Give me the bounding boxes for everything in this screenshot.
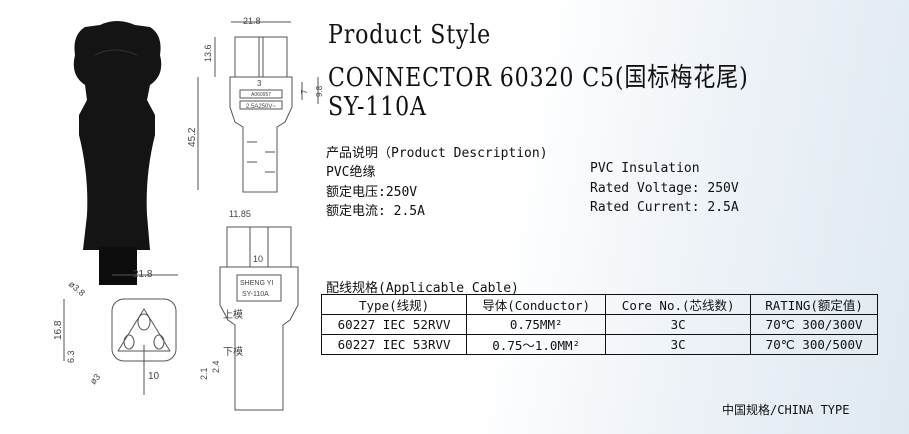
svg-text:SY-110A: SY-110A	[242, 291, 269, 298]
cell-core: 3C	[605, 334, 752, 355]
desc-cn-insulation: PVC绝缘	[326, 165, 376, 180]
cell-conductor: 0.75MM²	[466, 314, 607, 335]
svg-text:SHENG YI: SHENG YI	[240, 280, 273, 287]
desc-cn-current: 额定电流: 2.5A	[326, 204, 425, 219]
description-heading: 产品说明（Product Description)	[326, 146, 548, 161]
svg-text:ø3: ø3	[88, 372, 102, 386]
connector-title: CONNECTOR 60320 C5(国标梅花尾)	[328, 63, 749, 93]
table-row: 60227 IEC 52RVV 0.75MM² 3C 70℃ 300/300V	[320, 314, 878, 335]
svg-text:A060957: A060957	[251, 92, 271, 98]
cable-heading: 配线规格(Applicable Cable)	[326, 281, 519, 296]
cable-table: Type(线规) 导体(Conductor) Core No.(芯线数) RAT…	[320, 294, 878, 355]
face-view-drawing: 21.8 ø3.8 16.8 6.3 ø3 10	[53, 269, 178, 395]
svg-text:6.3: 6.3	[66, 350, 76, 363]
model-title: SY-110A	[328, 92, 427, 122]
cell-rating: 70℃ 300/300V	[750, 314, 878, 335]
desc-en-voltage: Rated Voltage: 250V	[590, 181, 739, 196]
cell-conductor: 0.75～1.0MM²	[466, 334, 607, 355]
product-style-title: Product Style	[328, 20, 492, 50]
col-rating: RATING(额定值)	[750, 294, 878, 315]
svg-text:下模: 下模	[223, 346, 243, 358]
plug-photo	[73, 21, 162, 285]
top-view-drawing: 21.8 2.5A250V~ A060957 13.6 45.2 3 7 9.8	[187, 16, 324, 193]
col-type: Type(线规)	[320, 294, 468, 315]
svg-text:上模: 上模	[223, 309, 243, 321]
svg-text:9.8: 9.8	[315, 85, 324, 97]
svg-text:21.8: 21.8	[243, 16, 261, 26]
svg-text:7: 7	[300, 89, 309, 94]
cell-type: 60227 IEC 52RVV	[320, 314, 468, 335]
side-view-drawing: 11.85 10 SHENG YI SY-110A 上模 下模 2.1 2.4	[199, 209, 299, 411]
svg-text:3: 3	[257, 79, 262, 88]
col-conductor: 导体(Conductor)	[466, 294, 607, 315]
col-core: Core No.(芯线数)	[605, 294, 752, 315]
svg-text:16.8: 16.8	[53, 320, 64, 340]
svg-text:10: 10	[148, 371, 160, 382]
svg-text:2.1: 2.1	[199, 367, 209, 380]
svg-text:21.8: 21.8	[133, 269, 153, 280]
svg-text:45.2: 45.2	[187, 127, 198, 147]
svg-text:2.5A250V~: 2.5A250V~	[246, 104, 276, 110]
desc-en-insulation: PVC Insulation	[590, 161, 700, 176]
cell-type: 60227 IEC 53RVV	[320, 334, 468, 355]
desc-en-current: Rated Current: 2.5A	[590, 200, 739, 215]
footer-china-type: 中国规格/CHINA TYPE	[722, 403, 850, 417]
cell-rating: 70℃ 300/500V	[750, 334, 878, 355]
svg-text:ø3.8: ø3.8	[67, 279, 87, 298]
svg-text:11.85: 11.85	[229, 209, 251, 219]
desc-cn-voltage: 额定电压:250V	[326, 185, 418, 200]
svg-text:13.6: 13.6	[203, 44, 213, 62]
table-row: 60227 IEC 53RVV 0.75～1.0MM² 3C 70℃ 300/5…	[320, 334, 878, 355]
svg-text:2.4: 2.4	[211, 360, 221, 373]
table-header-row: Type(线规) 导体(Conductor) Core No.(芯线数) RAT…	[320, 294, 878, 315]
cell-core: 3C	[605, 314, 752, 335]
svg-text:10: 10	[253, 254, 263, 264]
